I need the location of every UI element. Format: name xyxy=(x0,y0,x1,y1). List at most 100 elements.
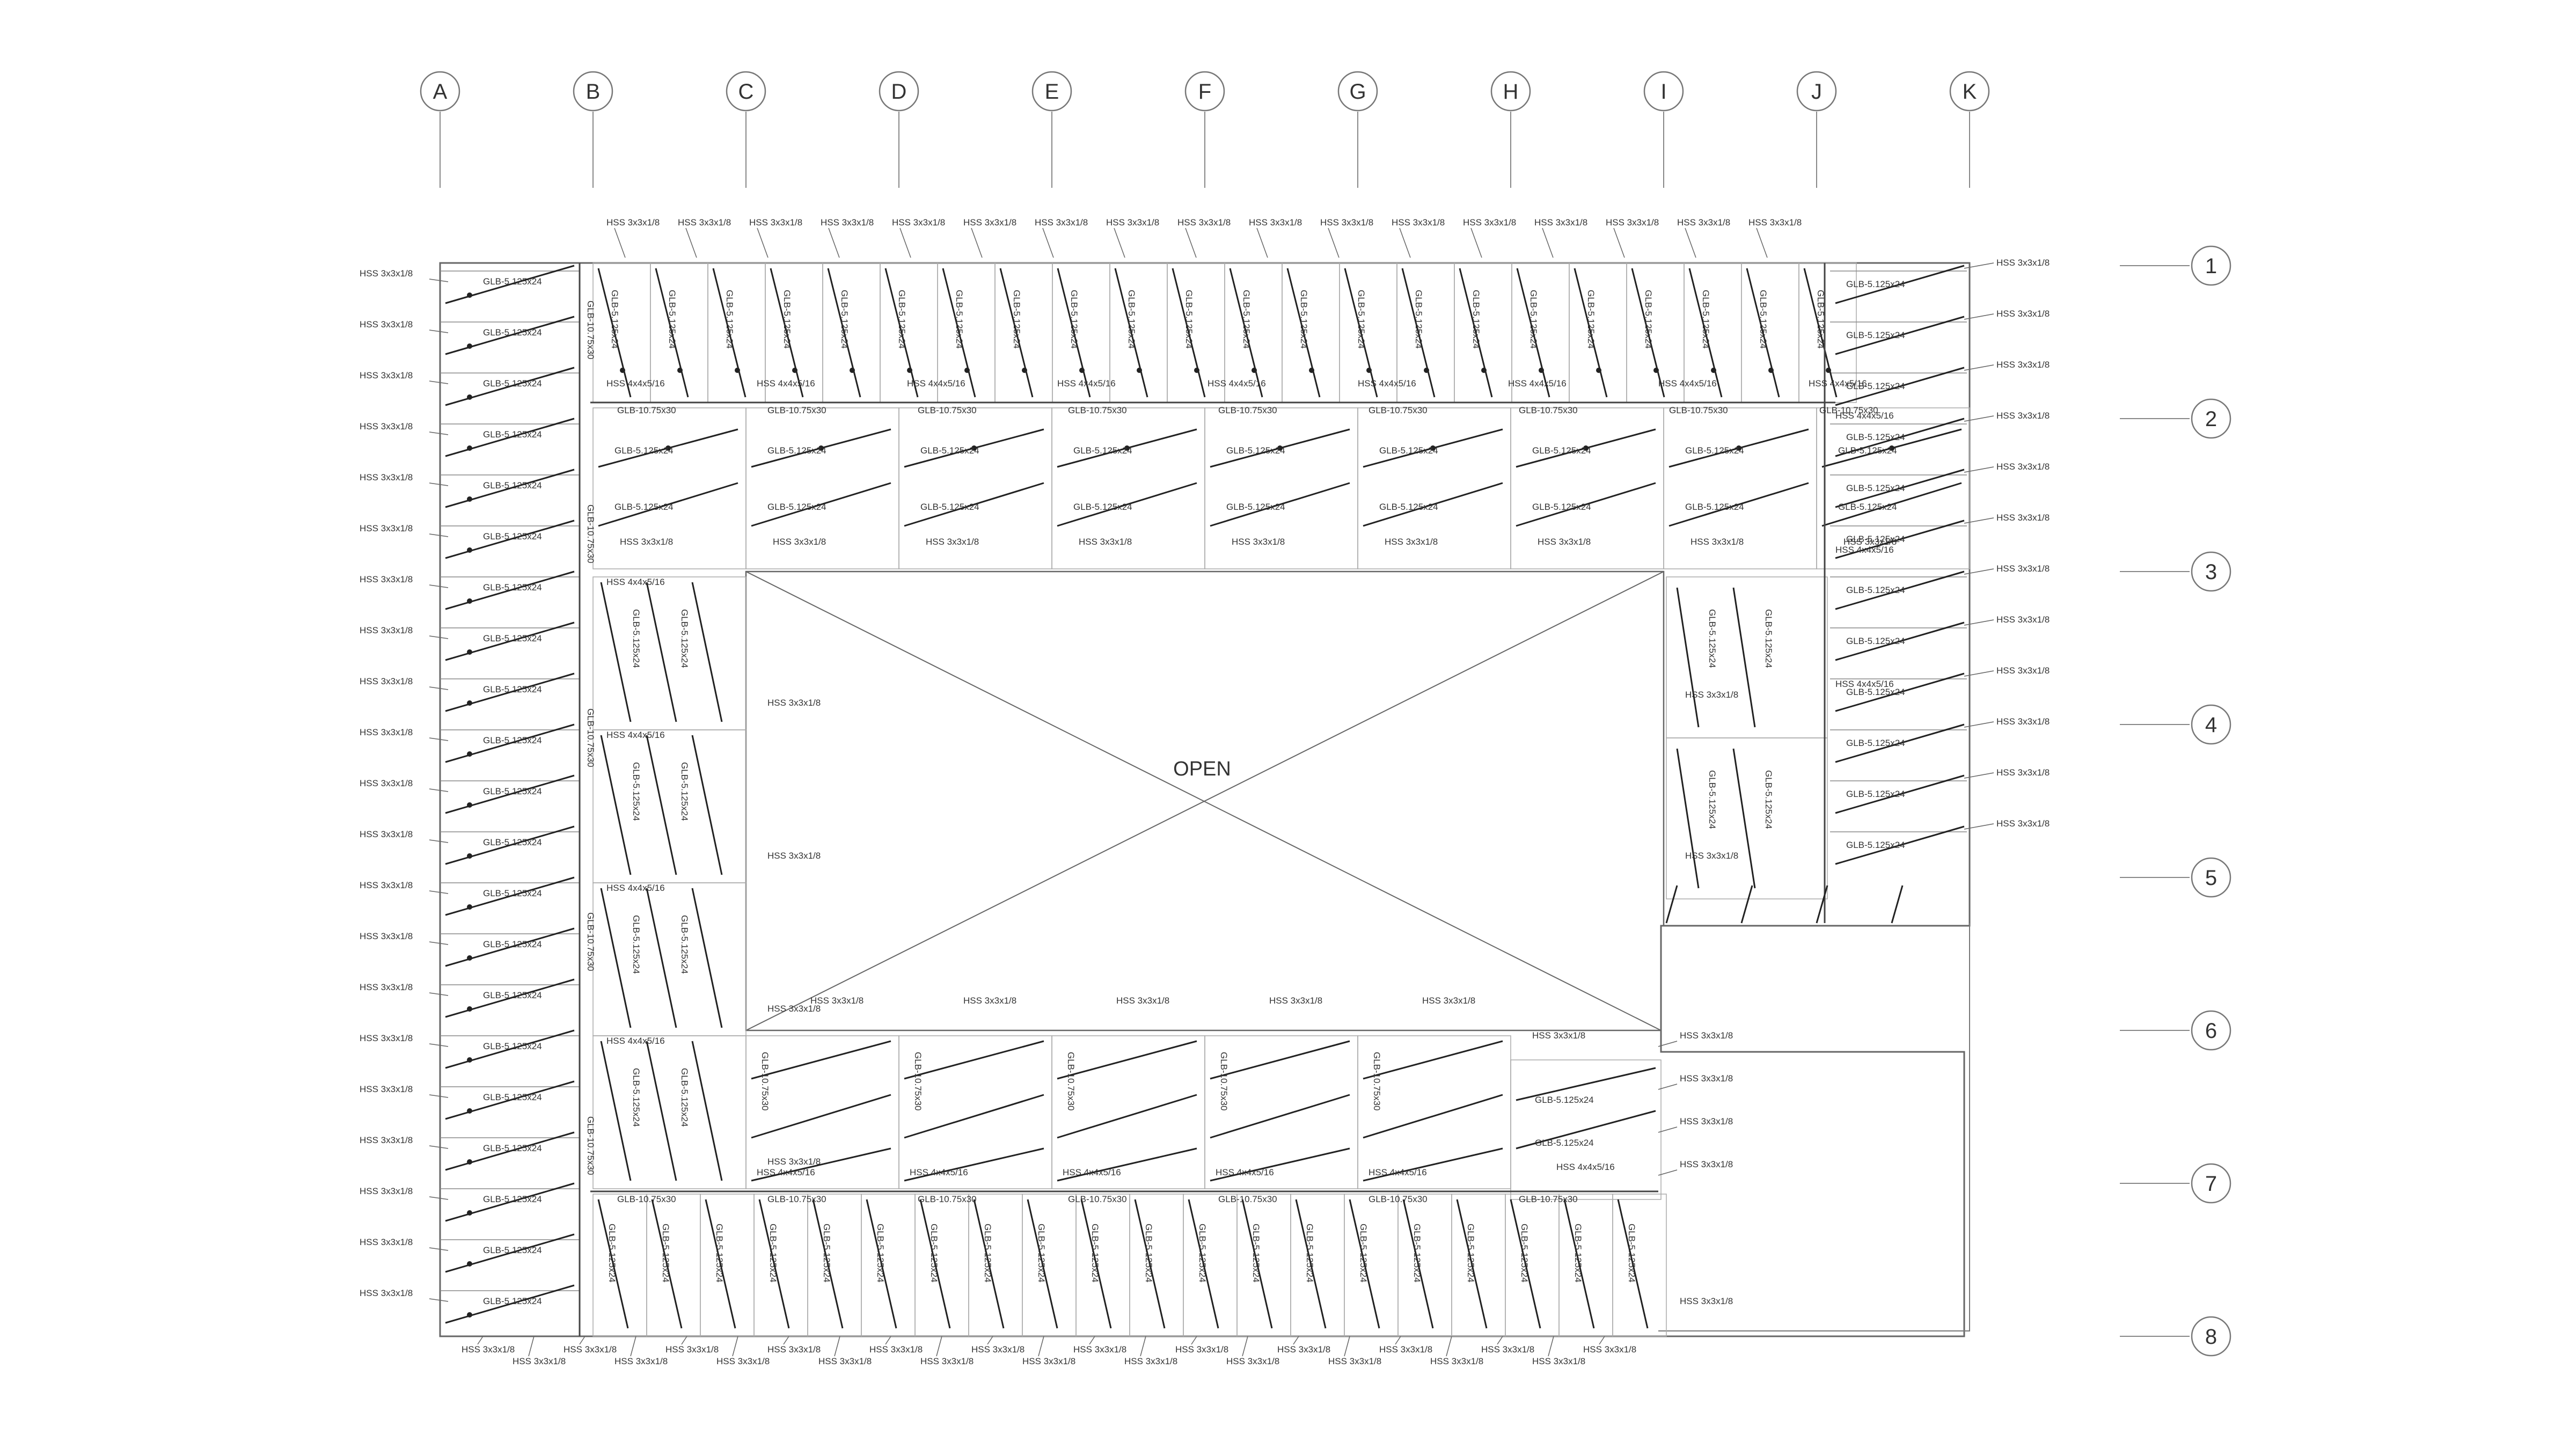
east-bottom-brace xyxy=(1740,885,1753,924)
southeast-leader xyxy=(1658,1041,1678,1047)
north-inner-brace xyxy=(751,482,891,527)
east-hss-large-label: HSS 4x4x5/16 xyxy=(1835,545,1894,555)
east-bottom-brace xyxy=(1891,885,1904,924)
southeast-edge-hss-label: HSS 3x3x1/8 xyxy=(1680,1159,1733,1169)
west-inner-joist-label: GLB-5.125x24 xyxy=(631,609,641,668)
west-inner-hss-label: HSS 3x3x1/8 xyxy=(767,1004,821,1014)
north-girder-label: GLB-10.75x30 xyxy=(767,405,826,415)
west-brace xyxy=(445,978,575,1018)
east-outer-brace xyxy=(1835,519,1965,559)
west-leader xyxy=(429,330,449,333)
east-joist-label: GLB-5.125x24 xyxy=(1846,432,1905,442)
west-node xyxy=(467,1057,472,1063)
west-node xyxy=(467,700,472,706)
west-leader xyxy=(429,279,449,282)
west-inner-brace xyxy=(691,735,723,875)
north-inner-node xyxy=(1124,445,1130,451)
south-brace xyxy=(1402,1199,1434,1329)
north-inner-joist-label: GLB-5.125x24 xyxy=(1073,502,1132,512)
south-girder-label: GLB-10.75x30 xyxy=(1368,1194,1428,1204)
west-joist-label: GLB-5.125x24 xyxy=(483,582,542,592)
south-bay xyxy=(1075,1194,1130,1337)
north-inner-joist-label: GLB-5.125x24 xyxy=(920,445,979,456)
north-inner-joist-label: GLB-5.125x24 xyxy=(1685,502,1744,512)
north-node xyxy=(1252,368,1257,373)
south-inner-girder-label: GLB-10.75x30 xyxy=(913,1052,923,1111)
west-hss-label: HSS 3x3x1/8 xyxy=(360,268,413,279)
north-hss-large-label: HSS 4x4x5/16 xyxy=(1208,378,1266,389)
west-joist-label: GLB-5.125x24 xyxy=(483,633,542,643)
west-brace xyxy=(445,621,575,661)
grid-label-h: H xyxy=(1503,80,1519,104)
west-inner-brace xyxy=(600,1041,632,1181)
west-brace xyxy=(445,1080,575,1120)
north-girder-label: GLB-10.75x30 xyxy=(918,405,977,415)
south-leader xyxy=(1038,1336,1044,1357)
east-leader xyxy=(1964,466,1994,473)
north-node xyxy=(1596,368,1601,373)
north-leader xyxy=(1613,228,1625,258)
west-node xyxy=(467,751,472,757)
south-hss-label: HSS 3x3x1/8 xyxy=(564,1344,617,1355)
south-inner-girder-label: GLB-10.75x30 xyxy=(760,1052,770,1111)
east-outer-brace xyxy=(1835,825,1965,865)
grid-bubble-h xyxy=(1490,71,1531,112)
south-girder-label: GLB-10.75x30 xyxy=(617,1194,676,1204)
north-hss-label: HSS 3x3x1/8 xyxy=(1677,217,1730,228)
south-inner-hss-label: HSS 3x3x1/8 xyxy=(1116,996,1169,1006)
north-leader xyxy=(899,228,911,258)
east-joist-label: GLB-5.125x24 xyxy=(1846,330,1905,340)
north-joist-label: GLB-5.125x24 xyxy=(1184,290,1194,349)
west-inner-joist-label: GLB-5.125x24 xyxy=(631,762,641,821)
south-girder-label: GLB-10.75x30 xyxy=(1519,1194,1578,1204)
west-leader xyxy=(429,1247,449,1251)
grid-bubble-5 xyxy=(2191,857,2231,898)
south-inner-brace xyxy=(1363,1094,1503,1139)
south-joist-label: GLB-5.125x24 xyxy=(661,1224,671,1283)
north-hss-label: HSS 3x3x1/8 xyxy=(1392,217,1445,228)
north-inner-node xyxy=(1736,445,1741,451)
west-node xyxy=(467,1159,472,1165)
south-leader xyxy=(477,1336,484,1345)
south-brace xyxy=(1188,1199,1219,1329)
south-leader xyxy=(1191,1336,1197,1345)
south-bay xyxy=(968,1194,1023,1337)
southeast-joist-label: GLB-5.125x24 xyxy=(1535,1138,1594,1148)
south-inner-hss-large-label: HSS 4x4x5/16 xyxy=(757,1167,815,1177)
west-inner-joist-label: GLB-5.125x24 xyxy=(631,915,641,974)
grid-bubble-2 xyxy=(2191,398,2231,439)
open-diagonal-2 xyxy=(745,571,1664,1031)
west-leader xyxy=(429,431,449,435)
north-node xyxy=(907,368,912,373)
north-brace xyxy=(1286,268,1321,398)
west-brace xyxy=(445,469,575,508)
south-inner-brace xyxy=(904,1040,1044,1080)
west-leader xyxy=(429,1298,449,1302)
grid-label-2: 2 xyxy=(2205,407,2217,431)
east-joist-label: GLB-5.125x24 xyxy=(1846,840,1905,850)
west-brace xyxy=(445,876,575,916)
south-hss-label: HSS 3x3x1/8 xyxy=(1583,1344,1636,1355)
north-inner-joist-label: GLB-5.125x24 xyxy=(1838,445,1897,456)
west-brace xyxy=(445,418,575,457)
grid-bubble-7 xyxy=(2191,1163,2231,1204)
north-inner-joist-label: GLB-5.125x24 xyxy=(1532,445,1591,456)
east-joist-label: GLB-5.125x24 xyxy=(1707,609,1717,668)
north-inner-node xyxy=(665,445,671,451)
south-leader xyxy=(579,1336,586,1345)
south-hss-label: HSS 3x3x1/8 xyxy=(716,1356,770,1366)
south-joist-label: GLB-5.125x24 xyxy=(768,1224,778,1283)
west-leader xyxy=(429,635,449,639)
west-inner-joist-label: GLB-5.125x24 xyxy=(679,609,690,668)
west-leader xyxy=(429,1094,449,1098)
south-joist-label: GLB-5.125x24 xyxy=(1251,1224,1261,1283)
west-hss-label: HSS 3x3x1/8 xyxy=(360,829,413,839)
north-leader xyxy=(1542,228,1554,258)
north-brace xyxy=(712,268,747,398)
south-brace xyxy=(651,1199,683,1329)
west-girder-label: GLB-10.75x30 xyxy=(586,301,596,360)
west-inner-joist-label: GLB-5.125x24 xyxy=(631,1068,641,1127)
southeast-bay xyxy=(1510,1059,1662,1200)
north-inner-joist-label: GLB-5.125x24 xyxy=(1226,502,1285,512)
